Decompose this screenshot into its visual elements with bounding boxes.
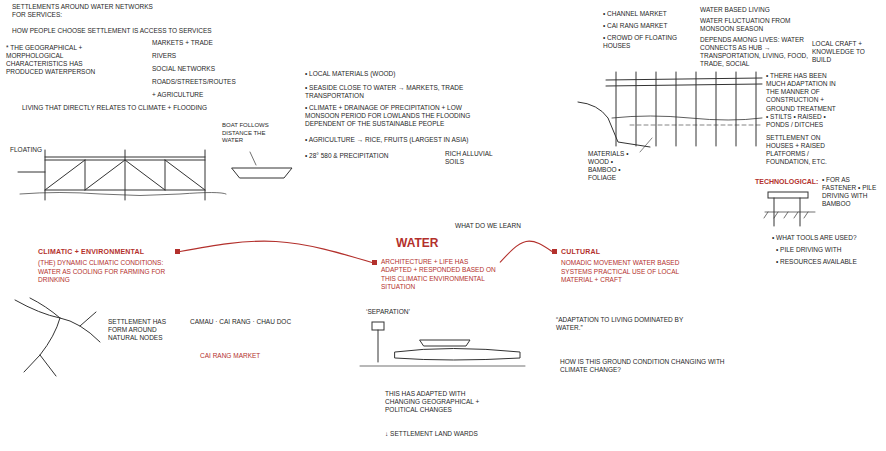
water-level: [630, 125, 760, 126]
theme-node: ARCHITECTURE + LIFE HAS ADAPTED + RESPON…: [372, 258, 500, 292]
theme-node: CLIMATIC + ENVIRONMENTAL (THE) DYNAMIC CL…: [38, 247, 180, 284]
sketch-note: MATERIALS • WOOD • BAMBOO • FOLIAGE: [588, 150, 636, 183]
sketch-note: • LOCAL MATERIALS (WOOD): [305, 70, 395, 78]
sign-post: [378, 330, 379, 362]
node-text: NOMADIC MOVEMENT WATER BASED SYSTEMS PRA…: [561, 259, 684, 284]
sketch-note: • 28° 580 & PRECIPITATION: [305, 152, 388, 160]
pile-dwelling-sketch: [578, 72, 762, 152]
sketch-note: ↓ SETTLEMENT LAND WARDS: [385, 430, 478, 438]
sketch-note: HOW IS THIS GROUND CONDITION CHANGING WI…: [560, 358, 735, 374]
deck-beam: [606, 78, 762, 86]
sketch-note: * THE GEOGRAPHICAL + MORPHOLOGICAL CHARA…: [6, 44, 101, 77]
red-connector: [180, 241, 372, 262]
river-branch: [24, 318, 60, 376]
stilt-house-sketch: [18, 150, 292, 200]
sketch-note: • PILE DRIVING WITH: [776, 246, 841, 254]
water-line: [20, 193, 226, 196]
sketch-note: SETTLEMENTS AROUND WATER NETWORKS FOR SE…: [12, 3, 162, 19]
separation-sketch: [360, 322, 525, 366]
sketch-note: SETTLEMENT HAS FORM AROUND NATURAL NODES: [108, 318, 180, 342]
deck-detail: [768, 192, 808, 198]
sketch-note: WATER BASED LIVING: [700, 6, 770, 14]
bank-slope: [578, 102, 650, 147]
sketch-note: CAMAU · CAI RANG · CHAU DOC: [190, 318, 291, 326]
sketch-note: WHAT DO WE LEARN: [455, 222, 521, 230]
sketch-note: • AGRICULTURE → RICE, FRUITS (LARGEST IN…: [305, 136, 490, 144]
sketch-note: • WHAT TOOLS ARE USED?: [772, 234, 857, 242]
sketch-note: • CROWD OF FLOATING HOUSES: [603, 34, 693, 50]
sketch-note: FLOATING: [10, 146, 42, 154]
sketch-note: LIVING THAT DIRECTLY RELATES TO CLIMATE …: [22, 104, 207, 112]
sketch-note: • RESOURCES AVAILABLE: [776, 258, 857, 266]
node-heading: CULTURAL: [561, 247, 684, 256]
sketch-note: • SEASIDE CLOSE TO WATER → MARKETS, TRAD…: [305, 84, 480, 100]
river-network-sketch: [15, 298, 100, 376]
red-annotation: CAI RANG MARKET: [200, 352, 260, 360]
stilts: [616, 72, 756, 146]
sketch-note: SOCIAL NETWORKS: [152, 65, 215, 73]
sketch-note: ROADS/STREETS/ROUTES: [152, 78, 236, 86]
theme-node: CULTURAL NOMADIC MOVEMENT WATER BASED SYS…: [552, 247, 684, 284]
sketch-note: MARKETS + TRADE: [152, 39, 213, 47]
red-annotation: TECHNOLOGICAL:: [755, 178, 818, 187]
frame-braces: [45, 160, 205, 190]
node-marker: [372, 260, 377, 265]
sketch-note: • CHANNEL MARKET: [603, 10, 667, 18]
leader-line: [250, 152, 256, 165]
red-annotation: WATER: [396, 236, 438, 251]
land-strip: [395, 349, 520, 361]
sketch-note: DEPENDS AMONG LIVES: WATER CONNECTS AS H…: [700, 36, 808, 69]
river-branch: [30, 298, 96, 326]
sketch-note: + AGRICULTURE: [152, 91, 203, 99]
boat-sketch: [420, 340, 470, 346]
pile-detail-sketch: [764, 192, 815, 226]
sketch-note: RIVERS: [152, 52, 176, 60]
sketch-note: “ADAPTATION TO LIVING DOMINATED BY WATER…: [556, 316, 686, 332]
node-marker: [175, 249, 180, 254]
sketch-note: • CAI RANG MARKET: [603, 22, 667, 30]
sketch-note: WATER FLUCTUATION FROM MONSOON SEASON: [700, 17, 805, 33]
sign-board: [372, 322, 384, 330]
river-branch: [15, 300, 100, 342]
node-heading: CLIMATIC + ENVIRONMENTAL: [38, 247, 171, 256]
sketch-note: THIS HAS ADAPTED WITH CHANGING GEOGRAPHI…: [385, 390, 497, 414]
sketch-note: SETTLEMENT ON HOUSES + RAISED PLATFORMS …: [766, 134, 846, 167]
sketch-note: LOCAL CRAFT + KNOWLEDGE TO BUILD: [812, 40, 882, 64]
ground-line: [18, 172, 45, 173]
sketch-note: ‘SEPARATION’: [366, 308, 410, 316]
node-text: ARCHITECTURE + LIFE HAS ADAPTED + RESPON…: [381, 258, 500, 292]
sketch-note: • CLIMATE + DRAINAGE OF PRECIPITATION + …: [305, 104, 490, 128]
sketch-note: RICH ALLUVIAL SOILS: [445, 150, 495, 166]
sketch-note: HOW PEOPLE CHOOSE SETTLEMENT IS ACCESS T…: [12, 27, 212, 35]
red-connector: [500, 241, 552, 262]
sketch-note: • THERE HAS BEEN MUCH ADAPTATION IN THE …: [766, 72, 838, 129]
boat-sketch: [232, 168, 292, 178]
sketch-note: • FOR AS FASTENER • PILE DRIVING WITH BA…: [822, 176, 880, 209]
sketch-note: BOAT FOLLOWS DISTANCE THE WATER: [222, 122, 277, 145]
leader-line: [640, 138, 652, 152]
water-line: [360, 366, 525, 367]
node-text: (THE) DYNAMIC CLIMATIC CONDITIONS: WATER…: [38, 259, 171, 284]
node-marker: [552, 249, 557, 254]
ground-hatch: [764, 212, 815, 218]
water-line: [612, 116, 762, 120]
